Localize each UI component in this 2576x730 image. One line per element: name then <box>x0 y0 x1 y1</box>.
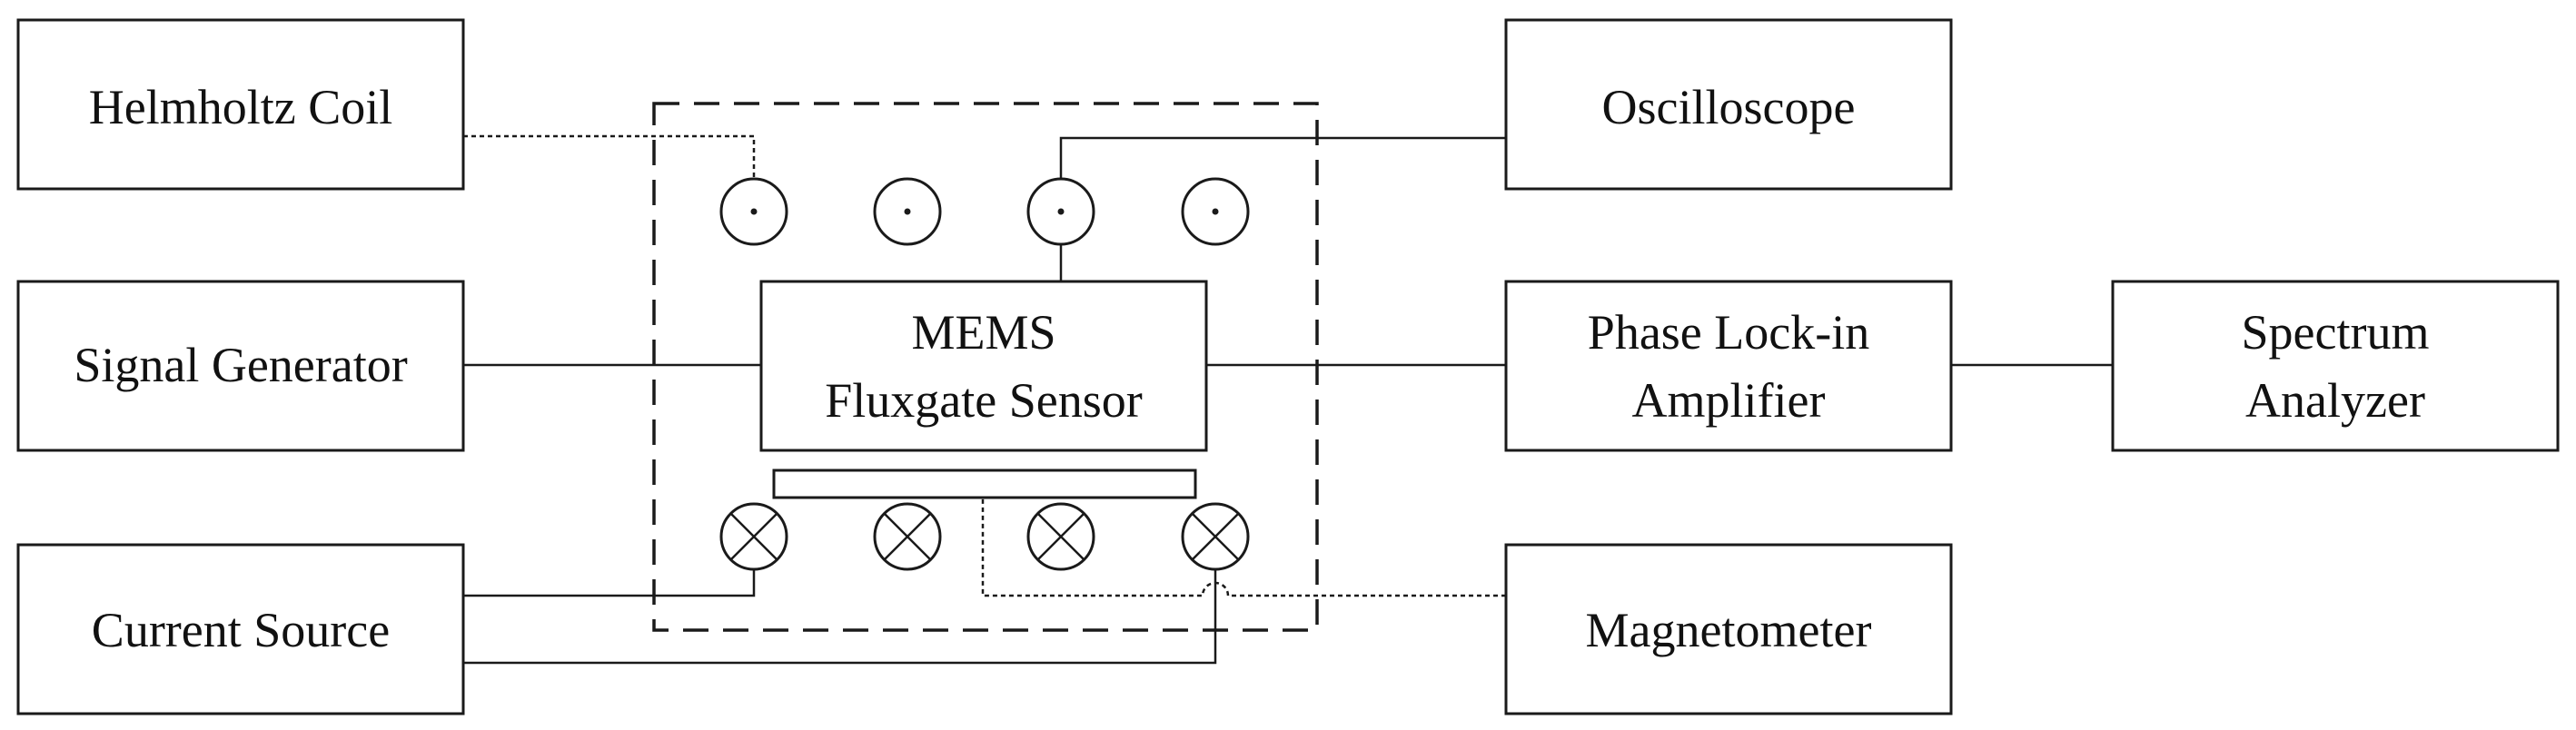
magnetometer-label: Magnetometer <box>1586 603 1872 657</box>
signal-generator-label: Signal Generator <box>74 338 407 392</box>
wire-helmholtz-to-coil <box>463 134 756 182</box>
magnetometer-block: Magnetometer <box>1504 543 1953 715</box>
lockin-amplifier-label-line-1: Phase Lock-in <box>1588 305 1869 360</box>
lockin-amplifier-label-line-2: Amplifier <box>1632 373 1826 428</box>
coil-row-bottom <box>719 502 1250 571</box>
connections <box>463 134 2113 665</box>
coil-out-3 <box>1026 177 1095 246</box>
mems-sensor-block: MEMS Fluxgate Sensor <box>759 280 1208 452</box>
coil-in-1 <box>719 502 788 571</box>
oscilloscope-block: Oscilloscope <box>1504 18 1953 191</box>
wire-oscilloscope-to-coil <box>1059 136 1506 182</box>
oscilloscope-label: Oscilloscope <box>1602 80 1856 134</box>
coil-row-top <box>719 177 1250 246</box>
coil-out-2 <box>873 177 942 246</box>
wire-magnetometer-to-probe <box>981 498 1506 597</box>
coil-out-1 <box>719 177 788 246</box>
current-source-block: Current Source <box>16 543 465 715</box>
spectrum-analyzer-block: Spectrum Analyzer <box>2111 280 2560 452</box>
shielded-enclosure <box>652 102 1319 632</box>
spectrum-analyzer-label-line-2: Analyzer <box>2245 373 2425 428</box>
wire-current-source-to-coil-1 <box>463 567 756 597</box>
wire-current-source-to-coil-4 <box>463 567 1217 665</box>
signal-generator-block: Signal Generator <box>16 280 465 452</box>
lockin-amplifier-block: Phase Lock-in Amplifier <box>1504 280 1953 452</box>
helmholtz-coil-block: Helmholtz Coil <box>16 18 465 191</box>
coil-in-4 <box>1181 502 1250 571</box>
current-source-label: Current Source <box>92 603 390 657</box>
coil-out-4 <box>1181 177 1250 246</box>
coil-in-2 <box>873 502 942 571</box>
coil-in-3 <box>1026 502 1095 571</box>
spectrum-analyzer-label-line-1: Spectrum <box>2242 305 2430 360</box>
magnetometer-probe-plate <box>772 469 1197 499</box>
helmholtz-coil-label: Helmholtz Coil <box>89 80 392 134</box>
mems-sensor-label-line-1: MEMS <box>911 305 1055 360</box>
mems-sensor-label-line-2: Fluxgate Sensor <box>825 373 1142 428</box>
